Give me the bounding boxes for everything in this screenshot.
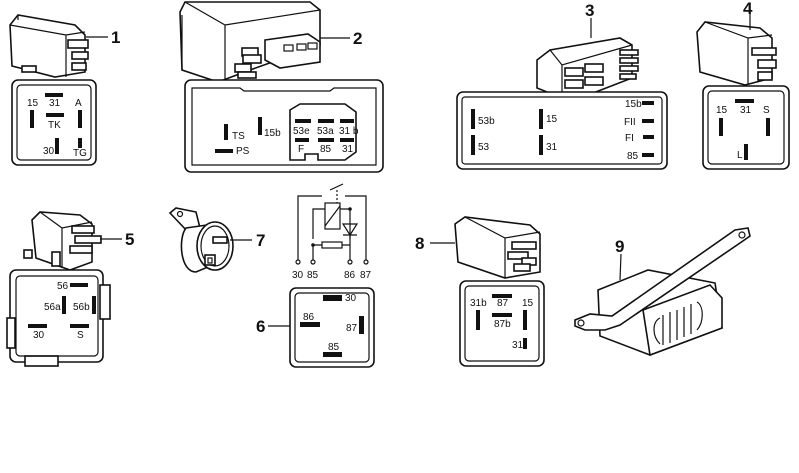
callout-8: 8 [415,234,424,253]
terminal-87b: 87b [494,319,511,330]
terminal-31: 31 [342,144,354,155]
terminal-87: 87 [497,298,509,309]
terminal-31: 31 [49,98,61,109]
terminal-TS: TS [232,131,245,142]
pinout-5: 56 56a 56b 30 S [6,269,111,367]
terminal-TK: TK [48,120,61,131]
terminal-15b: 15b [264,128,281,139]
schematic-terminal-30: 30 [292,270,304,281]
callout-5: 5 [125,230,134,249]
terminal-56a: 56a [44,302,61,313]
callout-4: 4 [743,0,753,18]
part-8: 8 31b 87 15 87b 31 [415,216,545,367]
pinout-1: 15 31 A TK 30 TG [11,79,97,166]
part-9: 9 [574,227,751,357]
terminal-TG: TG [73,148,87,159]
part-7: 7 [168,207,265,273]
relay-4-body [696,21,777,86]
terminal-F: F [298,144,304,155]
terminal-FII: FII [624,117,636,128]
terminal-85: 85 [320,144,332,155]
relay-3-body [536,37,639,101]
part-3: 3 53b 53 15 31 15b FII FI 85 [456,1,668,170]
terminal-15: 15 [522,298,534,309]
part-4: 4 15 31 S L [696,0,790,170]
terminal-56: 56 [57,281,69,292]
terminal-87: 87 [346,323,358,334]
schematic-terminal-87: 87 [360,270,372,281]
relay-1-body [9,14,89,78]
schematic-terminal-85: 85 [307,270,319,281]
part-6: 30 85 86 87 6 30 86 87 85 [256,183,375,368]
relay-6-schematic: 30 85 86 87 [292,183,372,281]
terminal-15: 15 [716,105,728,116]
buzzer-9-body [574,227,751,357]
terminal-S: S [763,105,770,116]
part-1: 1 15 31 A TK 30 TG [9,14,120,166]
terminal-15: 15 [27,98,39,109]
part-5: 5 56 56a 56b 30 S [6,211,134,367]
pinout-6: 30 86 87 85 [289,287,375,368]
terminal-31: 31 [512,340,524,351]
terminal-53e: 53e [293,126,310,137]
terminal-PS: PS [236,146,250,157]
callout-3: 3 [585,1,594,20]
terminal-30: 30 [345,293,357,304]
flasher-7-body [168,207,234,273]
leader-9 [619,253,622,281]
terminal-86: 86 [303,312,315,323]
schematic-terminal-86: 86 [344,270,356,281]
terminal-31: 31 [740,105,752,116]
relay-8-body [454,216,541,279]
pinout-4: 15 31 S L [702,85,790,170]
terminal-85: 85 [328,342,340,353]
terminal-53b: 53b [478,116,495,127]
terminal-53: 53 [478,142,490,153]
callout-1: 1 [111,28,120,47]
part-2: 2 TS PS 15b 53e 53a 31 b F 85 31 [179,1,384,173]
terminal-30: 30 [33,330,45,341]
terminal-31: 31 [546,142,558,153]
terminal-15: 15 [546,114,558,125]
callout-2: 2 [353,29,362,48]
terminal-15b: 15b [625,99,642,110]
pinout-8: 31b 87 15 87b 31 [459,280,545,367]
terminal-L: L [737,150,743,161]
control-unit-2-body [179,1,321,83]
pinout-3: 53b 53 15 31 15b FII FI 85 [456,91,668,170]
callout-7: 7 [256,231,265,250]
terminal-A: A [75,98,82,109]
terminal-56b: 56b [73,302,90,313]
terminal-S: S [77,330,84,341]
terminal-31b: 31b [470,298,487,309]
terminal-53a: 53a [317,126,334,137]
callout-6: 6 [256,317,265,336]
terminal-FI: FI [625,133,634,144]
relay-5-body [23,211,102,271]
terminal-31b: 31 b [339,126,359,137]
terminal-85: 85 [627,151,639,162]
pinout-2: TS PS 15b 53e 53a 31 b F 85 31 [184,79,384,173]
terminal-30: 30 [43,146,55,157]
callout-9: 9 [615,237,624,256]
